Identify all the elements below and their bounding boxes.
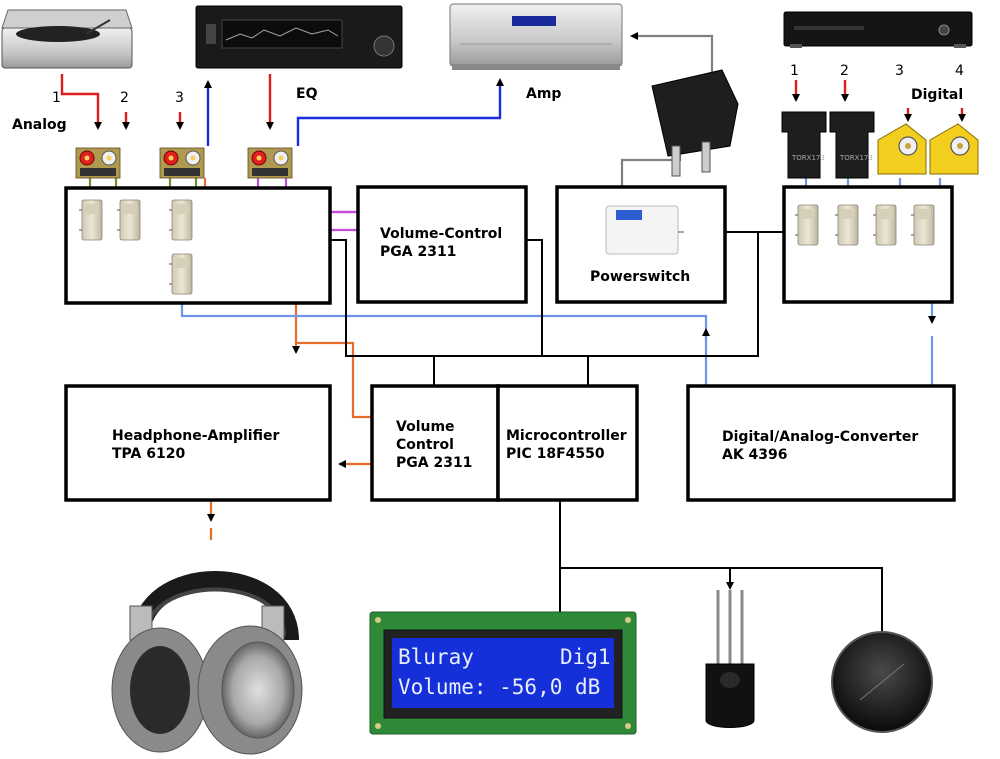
lcd-line1-left: Bluray bbox=[398, 645, 474, 669]
wires bbox=[60, 32, 966, 632]
equalizer-icon bbox=[195, 5, 403, 69]
lcd-line1-right: Dig1 bbox=[560, 645, 611, 669]
lcd-line2: Volume: -56,0 dB bbox=[398, 675, 600, 699]
analog-input-switch-block bbox=[64, 186, 332, 305]
digital-label: Digital bbox=[911, 87, 963, 103]
volume-control-top-block: Volume-Control PGA 2311 bbox=[356, 185, 528, 304]
volume-control-main-line2: Control bbox=[396, 437, 454, 453]
digital-input-1-label: 1 bbox=[790, 63, 799, 79]
headphones-icon bbox=[111, 571, 303, 755]
digital-input-switch-block bbox=[782, 185, 954, 304]
volume-control-top-part: PGA 2311 bbox=[380, 244, 456, 260]
turntable-icon bbox=[1, 9, 133, 69]
dac-block: Digital/Analog-Converter AK 4396 bbox=[686, 384, 956, 502]
power-plug-icon bbox=[651, 69, 739, 177]
bluray-player-icon bbox=[783, 11, 973, 48]
analog-label: Analog bbox=[12, 117, 67, 133]
ir-receiver-icon bbox=[705, 590, 755, 728]
microcontroller-part: PIC 18F4550 bbox=[506, 446, 605, 462]
volume-control-main-line1: Volume bbox=[396, 419, 455, 435]
digital-input-4-label: 4 bbox=[955, 63, 964, 79]
analog-input-3-label: 3 bbox=[175, 90, 184, 106]
digital-input-3-label: 3 bbox=[895, 63, 904, 79]
microcontroller-block: Microcontroller PIC 18F4550 bbox=[496, 384, 639, 502]
rca-digital-jack-icon bbox=[877, 123, 979, 175]
lcd-display: Bluray Dig1 Volume: -56,0 dB bbox=[369, 611, 637, 735]
amp-label: Amp bbox=[526, 86, 561, 102]
analog-input-2-label: 2 bbox=[120, 90, 129, 106]
volume-control-main-part: PGA 2311 bbox=[396, 455, 472, 471]
volume-control-top-title: Volume-Control bbox=[380, 226, 502, 242]
volume-control-main-block: Volume Control PGA 2311 bbox=[370, 384, 500, 502]
digital-input-2-label: 2 bbox=[840, 63, 849, 79]
headphone-amp-part: TPA 6120 bbox=[112, 446, 185, 462]
toslink-receiver-icon: TORX173 TORX173 bbox=[781, 111, 875, 179]
headphone-amp-block: Headphone-Amplifier TPA 6120 bbox=[64, 384, 332, 502]
svg-text:TORX173: TORX173 bbox=[791, 154, 825, 162]
relay-icon bbox=[605, 205, 684, 255]
analog-input-1-label: 1 bbox=[52, 90, 61, 106]
eq-label: EQ bbox=[296, 86, 318, 102]
powerswitch-block: Powerswitch bbox=[555, 185, 727, 304]
powerswitch-title: Powerswitch bbox=[590, 269, 690, 285]
svg-text:TORX173: TORX173 bbox=[839, 154, 873, 162]
rotary-knob-icon bbox=[831, 631, 933, 733]
dac-title: Digital/Analog-Converter bbox=[722, 429, 918, 445]
microcontroller-title: Microcontroller bbox=[506, 428, 627, 444]
amplifier-icon bbox=[449, 3, 623, 70]
headphone-amp-title: Headphone-Amplifier bbox=[112, 428, 279, 444]
rca-jack-icon bbox=[75, 147, 293, 179]
dac-part: AK 4396 bbox=[722, 447, 788, 463]
